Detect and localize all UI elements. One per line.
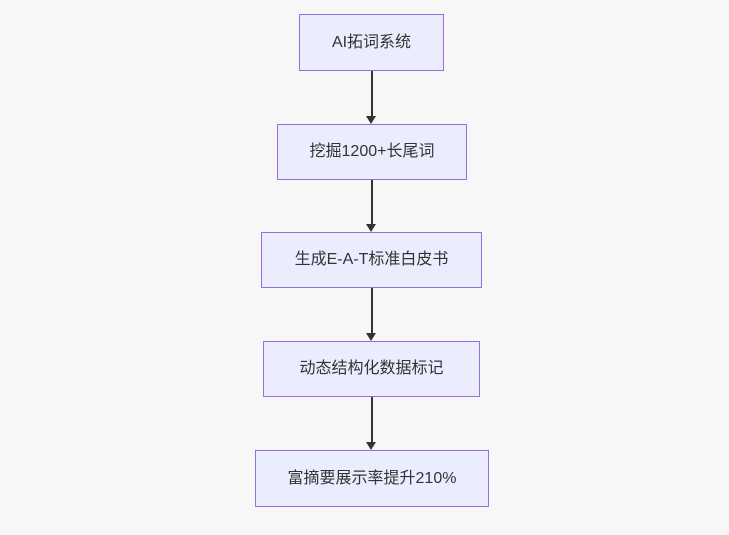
node-label: 挖掘1200+长尾词 bbox=[309, 143, 435, 161]
arrowhead-down-icon bbox=[366, 442, 376, 450]
flow-edge-2 bbox=[365, 180, 378, 232]
edge-line bbox=[370, 180, 373, 224]
node-label: 动态结构化数据标记 bbox=[299, 360, 444, 378]
flow-edge-1 bbox=[365, 71, 378, 124]
flow-node-dynamic-structured-data-markup: 动态结构化数据标记 bbox=[263, 341, 480, 397]
flow-node-rich-snippet-rate-increase: 富摘要展示率提升210% bbox=[255, 450, 489, 507]
node-label: 生成E-A-T标准白皮书 bbox=[294, 251, 449, 269]
arrowhead-down-icon bbox=[366, 116, 376, 124]
node-label: AI拓词系统 bbox=[331, 33, 412, 51]
flow-node-ai-word-expansion-system: AI拓词系统 bbox=[299, 14, 444, 71]
edge-line bbox=[370, 288, 373, 333]
arrowhead-down-icon bbox=[366, 224, 376, 232]
flow-edge-3 bbox=[365, 288, 378, 341]
edge-line bbox=[370, 397, 373, 442]
arrowhead-down-icon bbox=[366, 333, 376, 341]
flow-node-mine-longtail-keywords: 挖掘1200+长尾词 bbox=[277, 124, 467, 180]
flow-node-generate-eat-whitepaper: 生成E-A-T标准白皮书 bbox=[261, 232, 482, 288]
node-label: 富摘要展示率提升210% bbox=[287, 469, 457, 487]
flow-edge-4 bbox=[365, 397, 378, 450]
edge-line bbox=[370, 71, 373, 116]
